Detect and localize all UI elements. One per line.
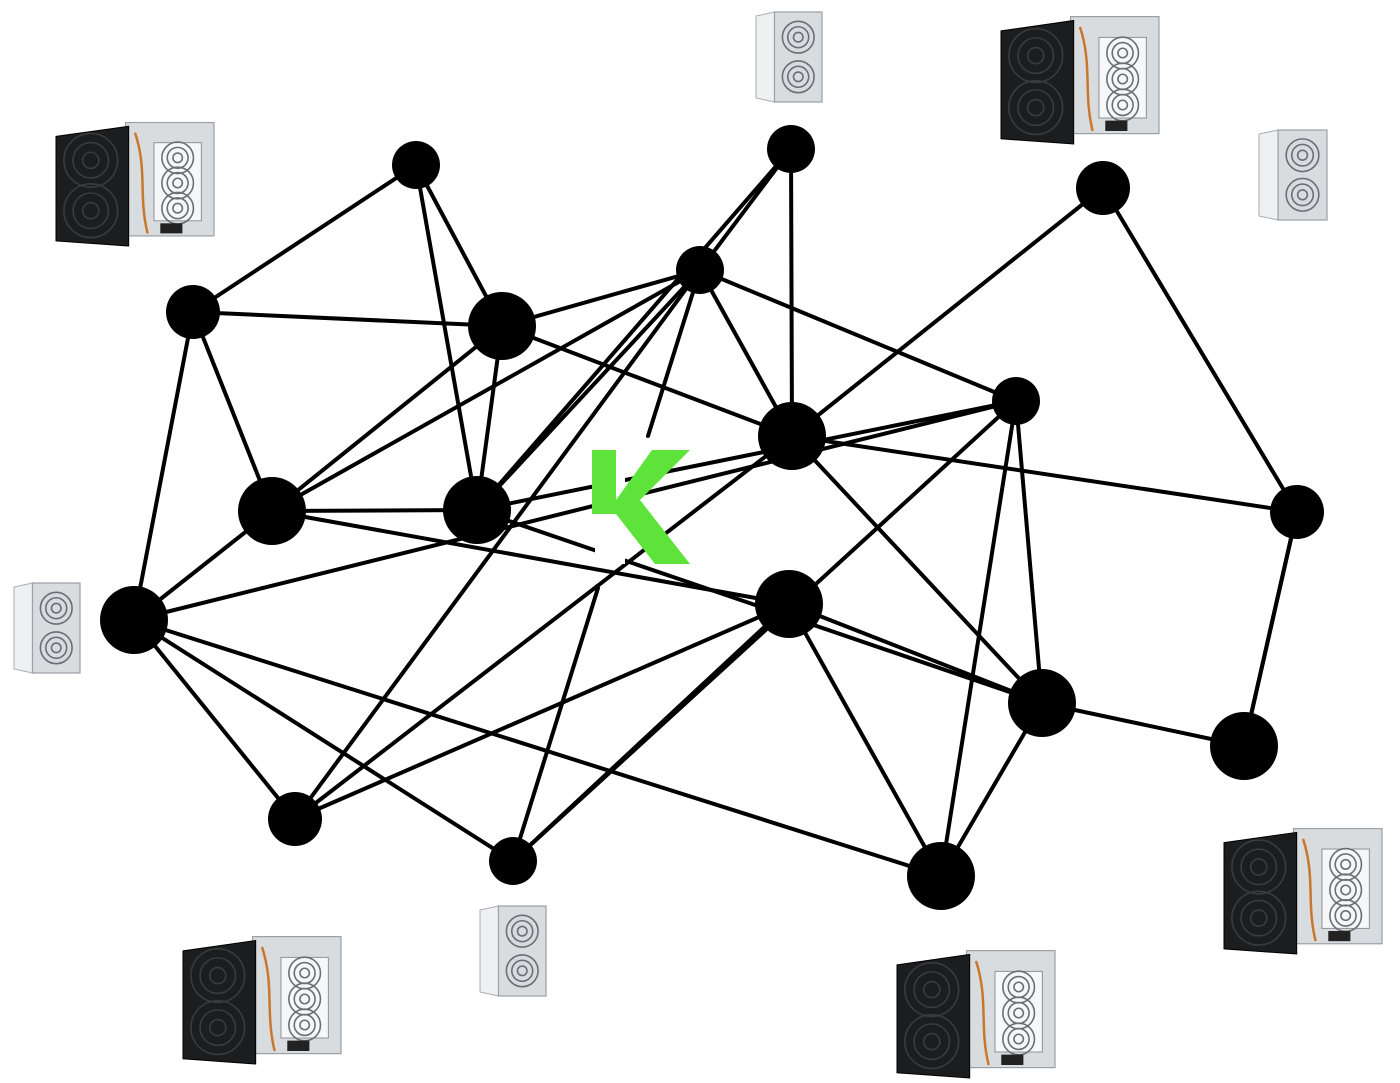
edge-n10-n12 — [293, 434, 794, 821]
miner-m7-icon — [479, 905, 547, 997]
edge-n8-n15 — [132, 618, 943, 878]
network-node-n7 — [676, 246, 724, 294]
edge-n10-n14 — [293, 602, 791, 821]
network-nodes — [100, 125, 1324, 910]
edge-n7-n9 — [475, 268, 702, 512]
edge-n4-n12 — [790, 186, 1105, 438]
edge-n12-n17 — [790, 434, 1044, 705]
network-node-n18 — [1210, 712, 1278, 780]
network-node-n13 — [1270, 485, 1324, 539]
edge-n1-n8 — [132, 310, 195, 622]
edge-n18-n13 — [1242, 510, 1299, 748]
edge-n3-n9 — [475, 147, 793, 512]
miner-m3-icon — [1000, 16, 1160, 145]
edge-n9-n16 — [475, 399, 1018, 512]
network-node-n10 — [268, 792, 322, 846]
miner-m5-icon — [13, 582, 81, 674]
network-node-n11 — [489, 837, 537, 885]
edge-n4-n13 — [1101, 186, 1299, 514]
logo-k — [592, 448, 690, 564]
edge-n8-n16 — [132, 399, 1018, 622]
edge-n3-n7 — [698, 147, 793, 272]
edge-n7-n16 — [698, 268, 1018, 403]
network-node-n4 — [1076, 161, 1130, 215]
edge-n5-n6 — [270, 324, 504, 513]
edge-n6-n7 — [270, 268, 702, 513]
miner-m6-icon — [182, 935, 342, 1065]
network-node-n16 — [992, 377, 1040, 425]
edge-n8-n11 — [132, 618, 515, 863]
edge-n17-n18 — [1040, 701, 1246, 748]
edge-n14-n15 — [787, 602, 943, 878]
edge-n5-n7 — [500, 268, 702, 328]
network-node-n15 — [907, 842, 975, 910]
logo-spoke-2 — [511, 586, 600, 863]
edge-n1-n5 — [191, 310, 504, 328]
network-node-n2 — [392, 141, 440, 189]
edge-n12-n13 — [790, 434, 1299, 514]
miner-devices — [13, 11, 1383, 1079]
edge-n3-n12 — [789, 147, 794, 438]
edge-n6-n9 — [270, 508, 479, 513]
edge-n7-n10 — [293, 268, 702, 821]
network-node-n14 — [755, 570, 823, 638]
network-node-n3 — [767, 125, 815, 173]
network-node-n12 — [758, 402, 826, 470]
network-node-n6 — [238, 477, 306, 545]
network-node-n9 — [443, 476, 511, 544]
miner-m9-icon — [1223, 827, 1383, 955]
network-node-n8 — [100, 586, 168, 654]
edge-n11-n16 — [511, 399, 1018, 863]
miner-m4-icon — [1258, 129, 1328, 221]
logo-spoke-1 — [646, 268, 702, 438]
miner-m8-icon — [896, 949, 1056, 1079]
network-node-n17 — [1008, 669, 1076, 737]
edge-n8-n10 — [132, 618, 297, 821]
edge-n5-n12 — [500, 324, 794, 438]
edge-n1-n6 — [191, 310, 274, 513]
edge-n16-n17 — [1014, 399, 1044, 705]
miner-m1-icon — [55, 121, 215, 247]
edge-n14-n17 — [787, 602, 1044, 705]
network-edges — [132, 147, 1299, 878]
edge-n15-n16 — [939, 399, 1018, 878]
edge-n2-n9 — [414, 163, 479, 512]
network-node-n1 — [166, 285, 220, 339]
miner-m2-icon — [755, 11, 823, 103]
network-node-n5 — [468, 292, 536, 360]
edge-n1-n2 — [191, 163, 418, 314]
